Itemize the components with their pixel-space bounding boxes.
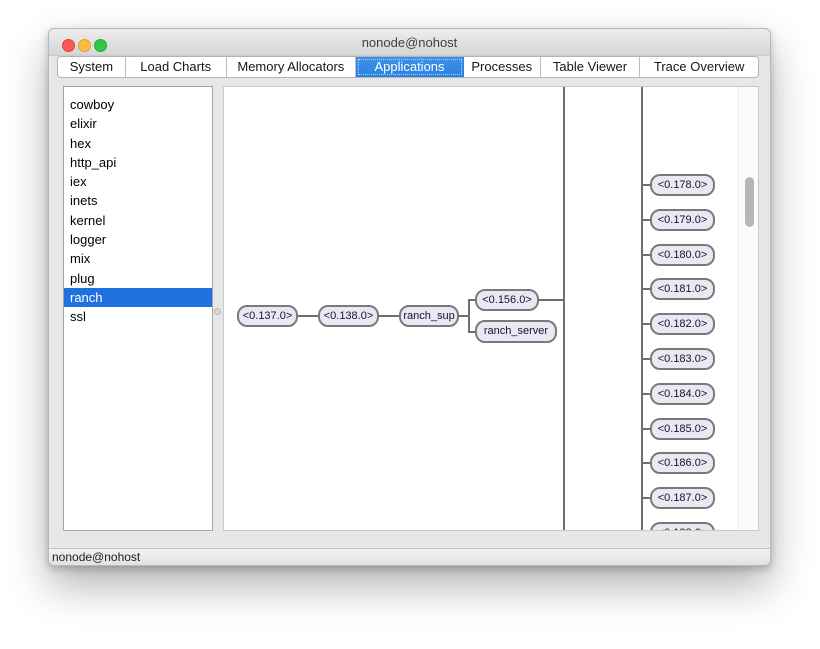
process-row: <0.188.0>	[641, 522, 721, 530]
process-node[interactable]: <0.178.0>	[650, 174, 715, 196]
sidebar-item-elixir[interactable]: elixir	[70, 116, 97, 132]
tree-connector	[468, 299, 470, 333]
sidebar-item-kernel[interactable]: kernel	[70, 212, 106, 228]
minimize-window-icon[interactable]	[78, 39, 91, 52]
process-node[interactable]: <0.184.0>	[650, 383, 715, 405]
observer-window: nonode@nohost System Load Charts Memory …	[48, 28, 771, 566]
zoom-window-icon[interactable]	[94, 39, 107, 52]
process-tree-panel: <0.137.0> <0.138.0> ranch_sup <0.156.0> …	[223, 86, 759, 531]
tab-bar: System Load Charts Memory Allocators App…	[57, 56, 759, 78]
vertical-scrollbar-thumb[interactable]	[745, 177, 754, 227]
vertical-scrollbar-track[interactable]	[738, 87, 758, 530]
process-node[interactable]: <0.180.0>	[650, 244, 715, 266]
title-bar: nonode@nohost	[49, 29, 770, 56]
tree-connector	[459, 315, 469, 317]
sidebar-item-cowboy[interactable]: cowboy	[70, 97, 115, 112]
tree-node-ranch-sup[interactable]: ranch_sup	[399, 305, 459, 327]
tab-memory-allocators[interactable]: Memory Allocators	[226, 57, 357, 77]
process-row: <0.185.0>	[641, 418, 721, 440]
tree-connector	[641, 184, 651, 186]
tab-processes[interactable]: Processes	[463, 57, 541, 77]
process-node[interactable]: <0.185.0>	[650, 418, 715, 440]
process-node[interactable]: <0.179.0>	[650, 209, 715, 231]
sidebar-item-ranch[interactable]: ranch	[64, 287, 212, 308]
tree-connector	[641, 323, 651, 325]
tree-node-ranch-server[interactable]: ranch_server	[475, 320, 557, 343]
tree-branch-line	[641, 87, 643, 530]
process-row: <0.178.0>	[641, 174, 721, 196]
tab-applications[interactable]: Applications	[356, 57, 464, 77]
splitter-handle[interactable]	[214, 308, 221, 315]
process-row: <0.180.0>	[641, 244, 721, 266]
tab-system[interactable]: System	[58, 57, 126, 77]
process-node[interactable]: <0.182.0>	[650, 313, 715, 335]
close-window-icon[interactable]	[62, 39, 75, 52]
tree-connector	[641, 288, 651, 290]
sidebar-item-http-api[interactable]: http_api	[70, 154, 117, 170]
sidebar-item-ssl[interactable]: ssl	[70, 309, 86, 325]
process-node[interactable]: <0.187.0>	[650, 487, 715, 509]
tab-load-charts[interactable]: Load Charts	[125, 57, 227, 77]
status-bar: nonode@nohost	[49, 548, 770, 565]
tree-node-root[interactable]: <0.137.0>	[237, 305, 298, 327]
tree-connector	[641, 393, 651, 395]
tree-connector	[379, 315, 399, 317]
tree-connector	[641, 497, 651, 499]
tree-connector	[641, 358, 651, 360]
process-node[interactable]: <0.181.0>	[650, 278, 715, 300]
sidebar-item-inets[interactable]: inets	[70, 193, 98, 209]
process-row: <0.181.0>	[641, 278, 721, 300]
tree-trunk-line	[563, 87, 565, 530]
tree-connector	[468, 331, 476, 333]
tab-table-viewer[interactable]: Table Viewer	[540, 57, 641, 77]
process-row: <0.183.0>	[641, 348, 721, 370]
tree-connector	[641, 254, 651, 256]
application-list: cowboy elixir hex http_api iex inets ker…	[63, 86, 213, 531]
tree-connector	[539, 299, 565, 301]
tree-connector	[298, 315, 318, 317]
tree-connector	[641, 219, 651, 221]
window-title: nonode@nohost	[361, 35, 458, 50]
tab-trace-overview[interactable]: Trace Overview	[640, 57, 758, 77]
sidebar-item-logger[interactable]: logger	[70, 232, 107, 248]
process-row: <0.182.0>	[641, 313, 721, 335]
tree-node-app-master[interactable]: <0.138.0>	[318, 305, 379, 327]
tree-connector	[641, 428, 651, 430]
process-node[interactable]: <0.186.0>	[650, 452, 715, 474]
process-node[interactable]: <0.188.0>	[650, 522, 715, 530]
sidebar-item-hex[interactable]: hex	[70, 135, 91, 151]
sidebar-item-plug[interactable]: plug	[70, 270, 95, 286]
process-row: <0.186.0>	[641, 452, 721, 474]
process-row: <0.187.0>	[641, 487, 721, 509]
process-node[interactable]: <0.183.0>	[650, 348, 715, 370]
sidebar-item-iex[interactable]: iex	[70, 174, 87, 190]
tree-connector	[641, 462, 651, 464]
tree-connector	[468, 299, 476, 301]
tree-node-0-156-0[interactable]: <0.156.0>	[475, 289, 539, 311]
process-row: <0.179.0>	[641, 209, 721, 231]
sidebar-item-mix[interactable]: mix	[70, 251, 91, 267]
status-text: nonode@nohost	[52, 550, 141, 564]
process-row: <0.184.0>	[641, 383, 721, 405]
